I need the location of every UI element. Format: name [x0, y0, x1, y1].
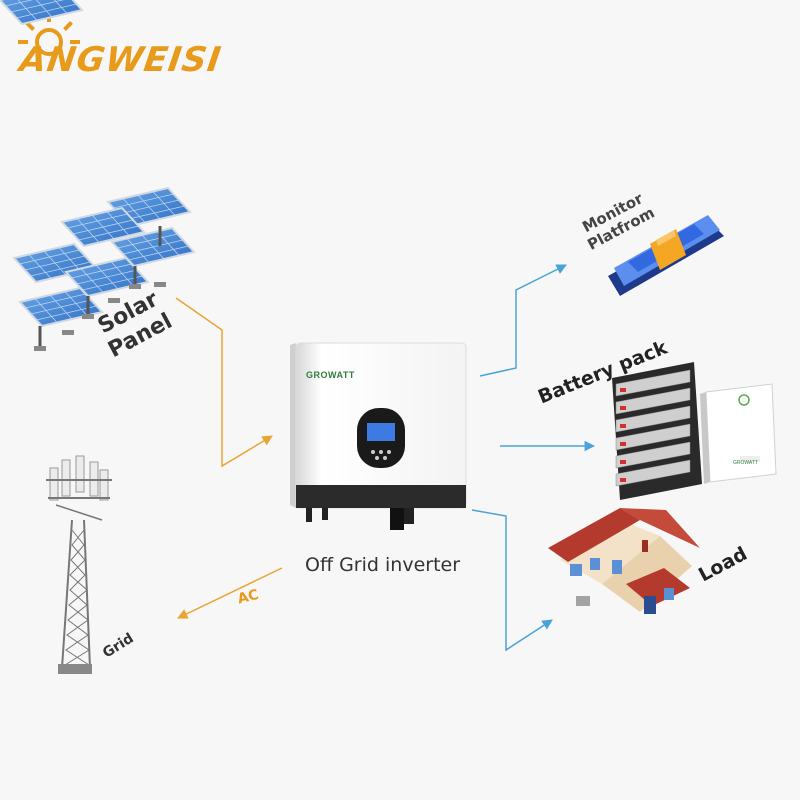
- inverter-to-monitor-link: [479, 264, 567, 377]
- tower-icon: [46, 455, 112, 674]
- inverter-label: Off Grid inverter: [305, 554, 461, 576]
- solar-panel-icon: [0, 0, 195, 351]
- solar-to-inverter-link: [175, 297, 273, 468]
- inverter-to-grid-link: [177, 567, 283, 619]
- battery-rack-icon: [612, 362, 777, 500]
- inverter-to-load-link: [471, 509, 553, 652]
- inverter-brand: GROWATT: [306, 370, 355, 380]
- phone-icon: [608, 215, 724, 296]
- inverter-icon: [290, 342, 467, 530]
- house-icon: [548, 508, 700, 614]
- battery-brand: GROWATT: [733, 460, 758, 466]
